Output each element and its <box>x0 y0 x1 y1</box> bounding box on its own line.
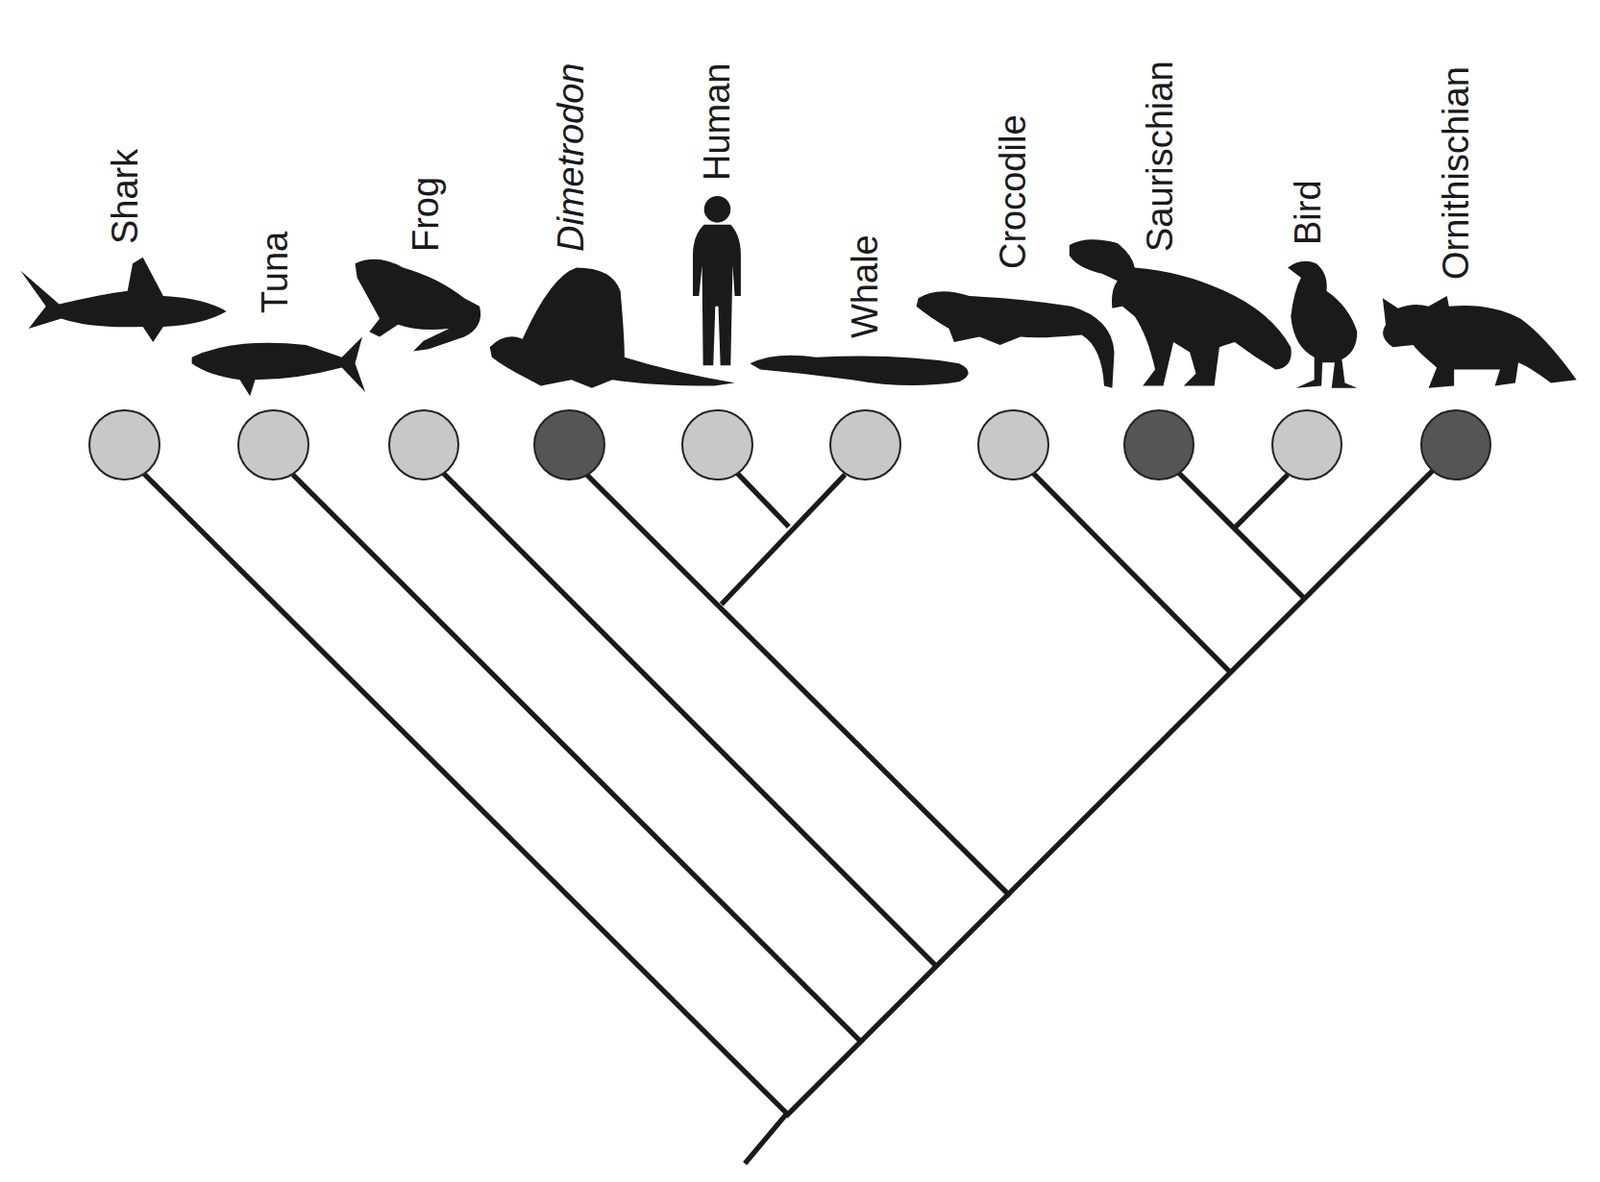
taxon-label: Bird <box>1289 179 1327 246</box>
ornithischian-silhouette <box>1382 295 1577 389</box>
tree-branch <box>293 474 863 1043</box>
clade-circle: Tuna <box>237 409 309 481</box>
bird-silhouette <box>1287 261 1357 389</box>
taxon-label: Shark <box>106 147 144 244</box>
clade-circle: Saurischian <box>1123 409 1195 481</box>
clade-circle: Dimetrodon <box>533 409 605 481</box>
clade-circle: Whale <box>829 409 901 481</box>
silhouettes <box>20 196 1576 396</box>
tree-branch <box>721 474 845 605</box>
tree-branches <box>143 469 1434 1164</box>
clade-circle: Frog <box>388 409 460 481</box>
human-body <box>692 224 741 367</box>
clade-circle: Bird <box>1271 409 1343 481</box>
taxon-label: Human <box>698 62 736 181</box>
tuna-silhouette <box>192 337 367 397</box>
clade-circle: Shark <box>88 409 160 481</box>
human-head <box>704 196 732 223</box>
taxon-label: Tuna <box>256 231 294 314</box>
saurischian-silhouette <box>1069 239 1292 386</box>
frog-silhouette <box>355 259 482 352</box>
whale-silhouette <box>749 355 968 386</box>
clade-circle: Crocodile <box>977 409 1049 481</box>
tree-branch <box>737 472 789 527</box>
tree-branch <box>442 471 937 967</box>
tree-branch <box>786 469 1434 1117</box>
tree-branch <box>1234 474 1288 528</box>
tree-root <box>744 1112 788 1164</box>
clade-circle: Ornithischian <box>1420 409 1492 481</box>
tree-branch <box>587 474 1011 897</box>
taxon-label: Saurischian <box>1141 61 1179 253</box>
tree-branch <box>1033 472 1231 672</box>
taxon-label: Crocodile <box>994 115 1032 271</box>
tree-branch <box>143 472 788 1115</box>
taxon-label: Dimetrodon <box>552 63 590 252</box>
taxon-label: Whale <box>846 235 884 340</box>
taxon-label: Frog <box>407 176 444 252</box>
taxon-label: Ornithischian <box>1437 66 1475 280</box>
tree-branch <box>1178 472 1305 599</box>
crocodile-silhouette <box>916 291 1115 388</box>
shark-silhouette <box>20 257 226 343</box>
clade-circle: Human <box>681 409 753 481</box>
